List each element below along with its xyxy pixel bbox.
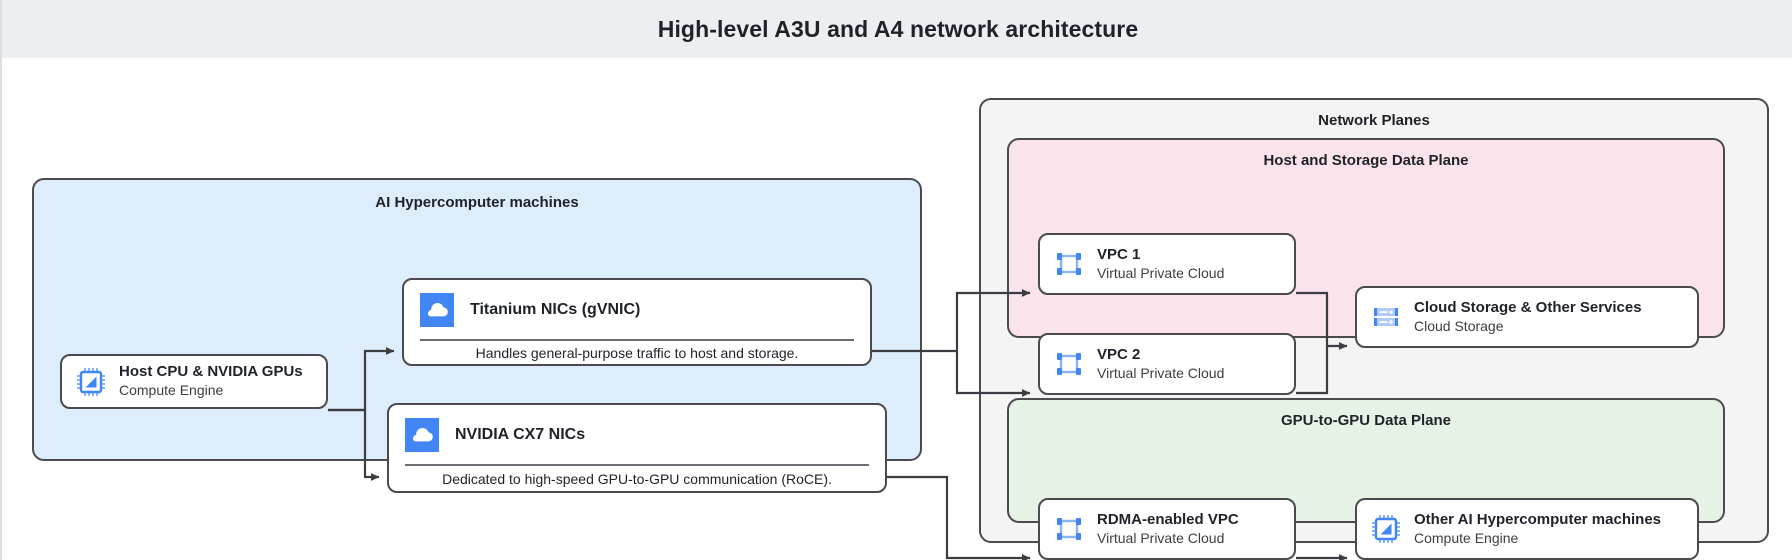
card-title: NVIDIA CX7 NICs <box>455 426 586 443</box>
node-cloud-storage-and-other-services[interactable]: Cloud Storage & Other Services Cloud Sto… <box>1355 286 1699 348</box>
node-subtitle: Virtual Private Cloud <box>1097 364 1225 381</box>
node-subtitle: Virtual Private Cloud <box>1097 264 1225 281</box>
card-header: NVIDIA CX7 NICs <box>405 418 869 452</box>
vpc-icon <box>1057 518 1081 540</box>
card-title: Titanium NICs (gVNIC) <box>470 301 641 318</box>
node-title: Host CPU & NVIDIA GPUs <box>119 363 303 381</box>
node-subtitle: Cloud Storage <box>1414 317 1504 334</box>
diagram-titlebar: High-level A3U and A4 network architectu… <box>2 0 1792 58</box>
page-title: High-level A3U and A4 network architectu… <box>657 15 1139 42</box>
group-label-network-planes: Network Planes <box>1318 112 1430 129</box>
node-labels: VPC 1 Virtual Private Cloud <box>1097 246 1224 283</box>
node-labels: VPC 2 Virtual Private Cloud <box>1097 346 1224 383</box>
node-subtitle: Compute Engine <box>119 382 224 399</box>
node-other-ai-hypercomputer-machines[interactable]: Other AI Hypercomputer machines Compute … <box>1355 498 1699 560</box>
node-title: Cloud Storage & Other Services <box>1414 298 1642 316</box>
node-title: RDMA-enabled VPC <box>1097 510 1239 528</box>
node-labels: RDMA-enabled VPC Virtual Private Cloud <box>1097 511 1239 548</box>
node-labels: Other AI Hypercomputer machines Compute … <box>1414 511 1661 548</box>
node-subtitle: Compute Engine <box>1414 529 1519 546</box>
cpu-chip-icon <box>77 367 105 396</box>
node-vpc-1[interactable]: VPC 1 Virtual Private Cloud <box>1038 233 1296 295</box>
storage-bucket-icon <box>1374 308 1398 326</box>
card-divider <box>420 339 854 341</box>
card-description: Dedicated to high-speed GPU-to-GPU commu… <box>442 470 832 487</box>
node-labels: Cloud Storage & Other Services Cloud Sto… <box>1414 299 1642 336</box>
node-vpc-2[interactable]: VPC 2 Virtual Private Cloud <box>1038 333 1296 395</box>
group-label-host-storage-plane: Host and Storage Data Plane <box>1263 152 1469 169</box>
vpc-icon <box>1057 253 1081 275</box>
node-title: Other AI Hypercomputer machines <box>1414 510 1662 528</box>
diagram-canvas: AI Hypercomputer machines Network Planes… <box>2 58 1792 560</box>
cpu-chip-icon <box>1372 515 1400 543</box>
node-labels: Host CPU & NVIDIA GPUs Compute Engine <box>119 363 303 400</box>
vpc-icon <box>1057 353 1081 375</box>
node-subtitle: Virtual Private Cloud <box>1097 529 1225 546</box>
node-title: VPC 2 <box>1097 345 1141 363</box>
group-label-machines: AI Hypercomputer machines <box>375 194 579 211</box>
cloud-icon <box>405 418 439 452</box>
cloud-icon <box>420 293 454 327</box>
card-nvidia-cx7-nics[interactable]: NVIDIA CX7 NICs Dedicated to high-speed … <box>387 403 887 493</box>
node-title: VPC 1 <box>1097 245 1141 263</box>
node-host-cpu-and-nvidia-gpus[interactable]: Host CPU & NVIDIA GPUs Compute Engine <box>60 354 328 409</box>
card-header: Titanium NICs (gVNIC) <box>420 293 854 327</box>
group-label-gpu-plane: GPU-to-GPU Data Plane <box>1280 412 1452 429</box>
card-titanium-nics[interactable]: Titanium NICs (gVNIC) Handles general-pu… <box>402 278 872 366</box>
node-rdma-enabled-vpc[interactable]: RDMA-enabled VPC Virtual Private Cloud <box>1038 498 1296 560</box>
card-divider <box>405 464 869 466</box>
card-description: Handles general-purpose traffic to host … <box>475 344 799 361</box>
